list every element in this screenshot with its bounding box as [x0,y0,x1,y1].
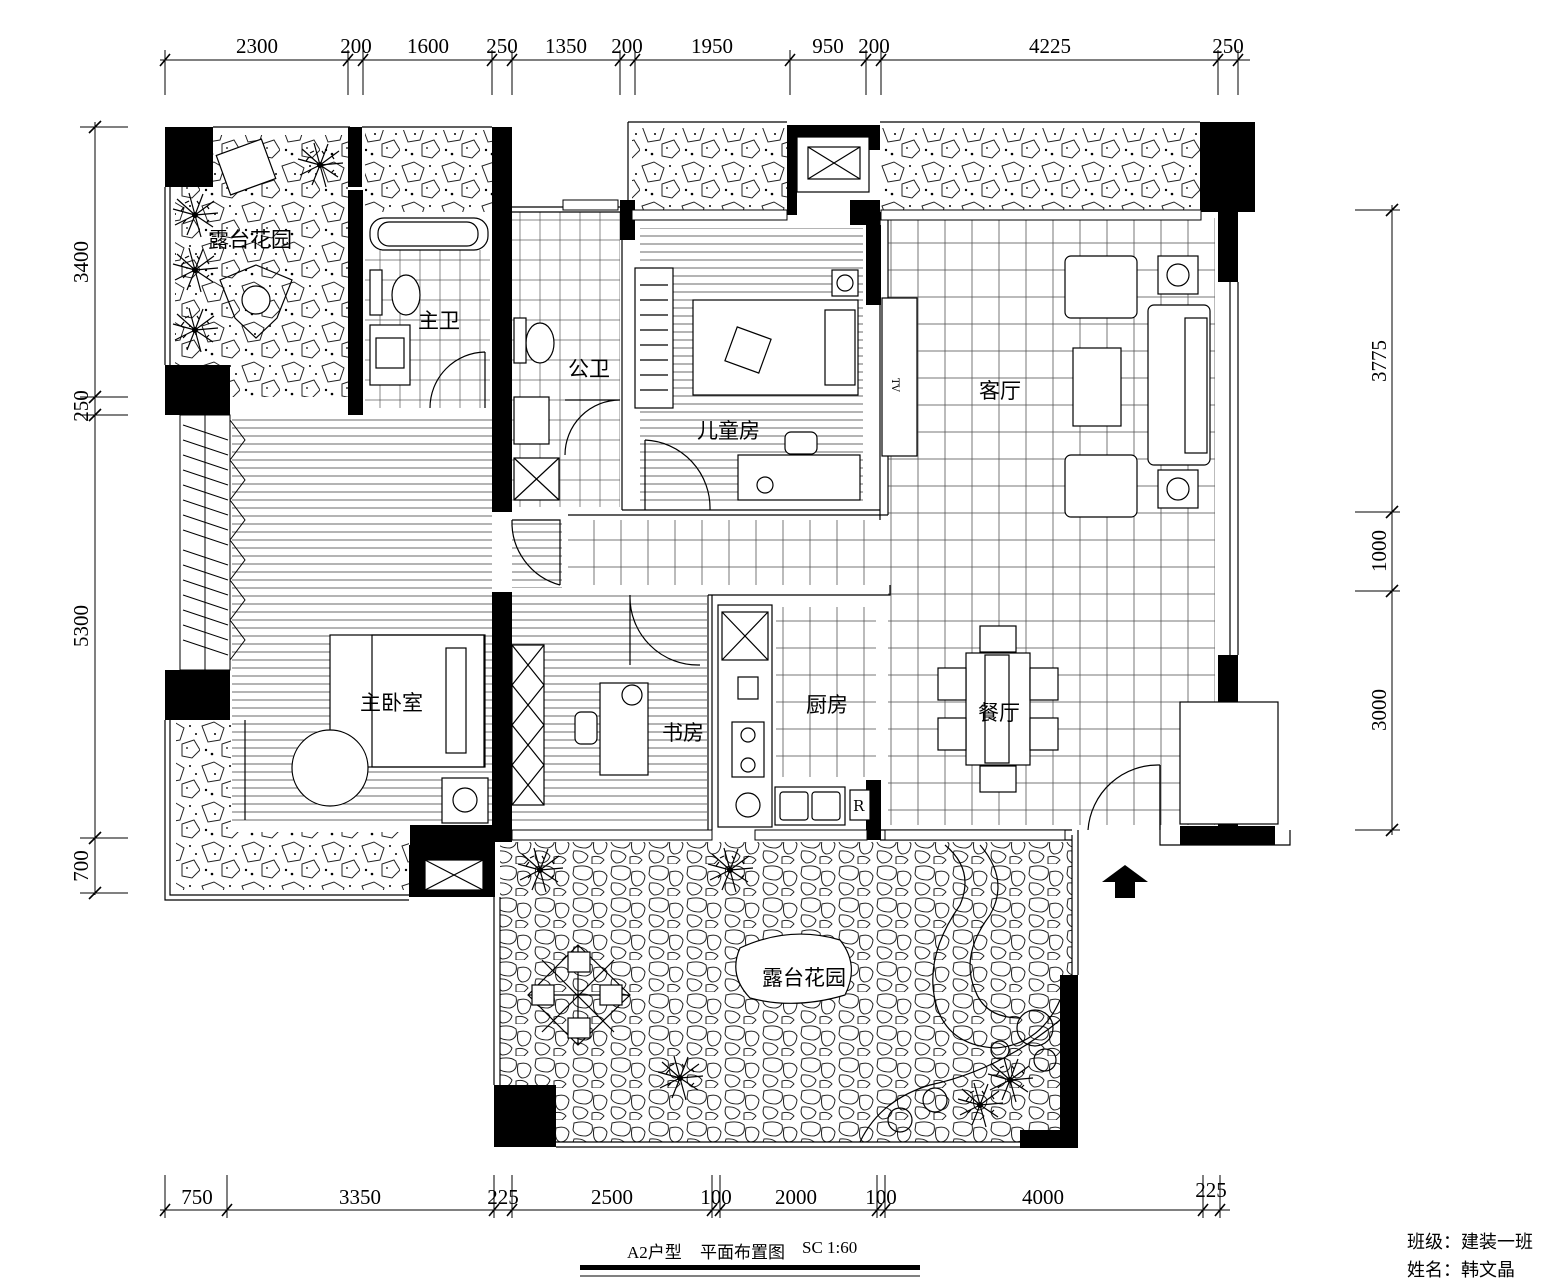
sofa [1147,304,1211,466]
label-living-room: 客厅 [979,379,1021,403]
dim-top-10: 4225 [1029,34,1071,58]
dim-left-2: 250 [69,390,93,422]
dim-top-9: 200 [858,34,890,58]
study-bookshelf [511,644,545,806]
dim-left-1: 3400 [69,241,93,283]
label-master-bath: 主卫 [418,309,460,333]
dim-bottom-4: 2500 [591,1185,633,1209]
lounger [215,138,277,196]
doors [244,351,1161,831]
dimension-right-labels: 3775 1000 3000 [1367,340,1391,731]
dim-top-8: 950 [812,34,844,58]
fridge [849,789,871,821]
dim-left-3: 5300 [69,605,93,647]
dim-top-2: 200 [340,34,372,58]
dim-top-1: 2300 [236,34,278,58]
north-planter-1 [632,128,787,210]
sw-planter-floor [176,720,231,890]
dim-bottom-1: 750 [181,1185,213,1209]
kitchen-floor [776,607,876,777]
hall-floor [568,520,888,585]
dim-bottom-5: 100 [700,1185,732,1209]
garden-pond [735,933,852,1004]
dim-top-3: 1600 [407,34,449,58]
label-master-bedroom: 主卧室 [360,691,423,715]
dim-right-3: 3000 [1367,689,1391,731]
side-table-2 [1157,469,1199,509]
dim-bottom-3: 225 [487,1185,519,1209]
furniture [215,136,1279,1143]
dimension-ticks [88,53,1399,1217]
dim-bottom-9: 225 [1195,1178,1227,1202]
tv-cabinet [881,297,918,457]
master-toilet [391,274,421,316]
caption-unit-type: A2户型 [627,1243,682,1262]
armchair-2 [1064,454,1138,518]
label-study: 书房 [662,721,704,745]
label-tv: TV [889,378,900,393]
walls [165,122,1275,1148]
label-terrace-garden-south: 露台花园 [762,966,846,990]
kids-wardrobe [634,267,674,409]
dimension-bottom-labels: 750 3350 225 2500 100 2000 100 4000 225 [181,1178,1227,1209]
dining-table [965,652,1031,766]
label-terrace-garden-nw: 露台花园 [208,228,292,252]
dim-right-2: 1000 [1367,530,1391,572]
dim-bottom-6: 2000 [775,1185,817,1209]
public-toilet [525,322,555,364]
garden-feature [219,264,293,339]
patio-umbrella [527,944,631,1046]
windows [179,199,1202,841]
label-public-bath: 公卫 [568,357,610,381]
room-labels: 露台花园 主卫 公卫 儿童房 客厅 TV 主卧室 书房 厨房 餐厅 露台花园 R [208,228,1021,990]
caption-underline [580,1265,920,1270]
shoe-cabinet [1179,701,1279,825]
label-kitchen: 厨房 [806,693,848,717]
public-bath-sink [513,396,550,445]
caption-scale: SC 1:60 [802,1238,858,1257]
entrance-arrow-icon [1102,865,1148,898]
info-class: 班级：建装一班 [1407,1232,1533,1253]
kitchen-appliance [737,676,759,700]
bathtub [369,217,489,251]
corridor-floor [512,518,562,588]
garden-path [932,844,1061,1049]
dim-top-11: 250 [1212,34,1244,58]
sw-planter-floor-2 [231,832,409,890]
dim-top-6: 200 [611,34,643,58]
side-table-1 [1157,255,1199,295]
north-planter-2 [881,128,1201,210]
plants [172,142,1057,1133]
label-fridge: R [853,797,865,815]
coffee-table [1072,347,1122,427]
bay-window-pattern [182,419,246,661]
dim-top-5: 1350 [545,34,587,58]
dim-top-4: 250 [486,34,518,58]
caption-drawing-title: 平面布置图 [700,1243,785,1262]
dim-top-7: 1950 [691,34,733,58]
label-dining-room: 餐厅 [978,701,1020,725]
info-name: 姓名：韩文晶 [1407,1260,1515,1281]
dimension-left-labels: 3400 250 5300 700 [69,241,93,882]
master-bath-sink [369,324,411,386]
kids-desk [737,454,861,501]
dimension-top-labels: 2300 200 1600 250 1350 200 1950 950 200 … [236,34,1244,58]
round-table [291,729,369,807]
bath-planter-floor [365,130,493,212]
kitchen-sink [774,786,846,826]
dim-right-1: 3775 [1367,340,1391,382]
dim-bottom-7: 100 [865,1185,897,1209]
label-kids-room: 儿童房 [697,419,760,443]
dim-bottom-8: 4000 [1022,1185,1064,1209]
dim-left-4: 700 [69,850,93,882]
armchair-1 [1064,255,1138,319]
dim-bottom-2: 3350 [339,1185,381,1209]
